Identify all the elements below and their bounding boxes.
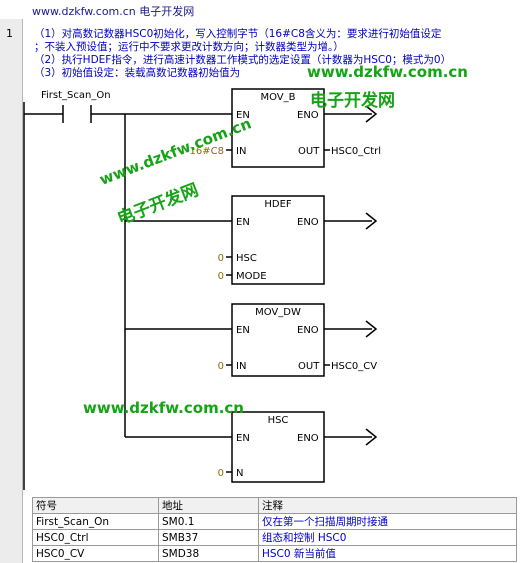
pin-mode: MODE	[236, 271, 267, 282]
symbol-cell[interactable]: HSC0_Ctrl	[32, 529, 159, 546]
pin-en: EN	[236, 110, 250, 121]
comment-cell[interactable]: 组态和控制 HSC0	[258, 529, 517, 546]
address-cell[interactable]: SMB37	[158, 529, 259, 546]
symbol-column-header[interactable]: 符号	[32, 497, 159, 514]
block-title: MOV_B	[260, 92, 295, 103]
pin-en: EN	[236, 217, 250, 228]
table-row[interactable]: HSC0_Ctrl SMB37 组态和控制 HSC0	[32, 529, 517, 546]
network-gutter	[0, 19, 23, 563]
comment-cell[interactable]: HSC0 新当前值	[258, 545, 517, 562]
operand-value[interactable]: HSC0_Ctrl	[331, 146, 381, 157]
operand-value[interactable]: 0	[218, 361, 224, 372]
operand-value[interactable]: 16#C8	[190, 146, 224, 157]
network-comment-line: （2）执行HDEF指令，进行高速计数器工作模式的选定设置（计数器为HSC0；模式…	[34, 54, 452, 66]
hsc-block[interactable]: HSC EN ENO N	[231, 411, 325, 483]
network-comment-line: ；不装入预设值；运行中不要求更改计数方向；计数器类型为增。）	[34, 41, 344, 53]
operand-value[interactable]: 0	[218, 468, 224, 479]
eno-arrow	[365, 320, 378, 338]
block-title: HDEF	[264, 199, 292, 210]
mov-dw-block[interactable]: MOV_DW EN ENO IN OUT	[231, 303, 325, 377]
address-column-header[interactable]: 地址	[158, 497, 259, 514]
table-row[interactable]: First_Scan_On SM0.1 仅在第一个扫描周期时接通	[32, 513, 517, 530]
eno-arrow	[365, 428, 378, 446]
network-comment-line: （3）初始值设定：装载高数记数器初始值为	[34, 67, 241, 79]
operand-value[interactable]: 0	[218, 253, 224, 264]
table-row[interactable]: HSC0_CV SMD38 HSC0 新当前值	[32, 545, 517, 562]
pin-eno: ENO	[297, 433, 319, 444]
pin-in: IN	[236, 361, 246, 372]
address-cell[interactable]: SM0.1	[158, 513, 259, 530]
symbol-cell[interactable]: HSC0_CV	[32, 545, 159, 562]
watermark: 电子开发网	[310, 91, 395, 111]
pin-en: EN	[236, 325, 250, 336]
contact-label: First_Scan_On	[41, 90, 111, 101]
symbol-cell[interactable]: First_Scan_On	[32, 513, 159, 530]
symbol-table: 符号 地址 注释 First_Scan_On SM0.1 仅在第一个扫描周期时接…	[32, 497, 517, 562]
pin-eno: ENO	[297, 325, 319, 336]
hdef-block[interactable]: HDEF EN ENO HSC MODE	[231, 195, 325, 285]
network-number[interactable]: 1	[6, 27, 13, 40]
pin-n: N	[236, 468, 243, 479]
operand-value[interactable]: HSC0_CV	[331, 361, 377, 372]
comment-column-header[interactable]: 注释	[258, 497, 517, 514]
watermark: www.dzkfw.com.cn	[307, 63, 468, 81]
pin-out: OUT	[298, 146, 320, 157]
address-cell[interactable]: SMD38	[158, 545, 259, 562]
eno-arrow	[365, 212, 378, 230]
pin-eno: ENO	[297, 217, 319, 228]
operand-value[interactable]: 0	[218, 271, 224, 282]
network-comment-line: （1）对高数记数器HSC0初始化，写入控制字节（16#C8含义为：要求进行初始值…	[34, 28, 442, 40]
url-text: www.dzkfw.com.cn 电子开发网	[32, 5, 195, 18]
watermark: www.dzkfw.com.cn	[83, 399, 244, 417]
block-title: HSC	[268, 415, 289, 426]
pin-in: IN	[236, 146, 246, 157]
pin-out: OUT	[298, 361, 320, 372]
block-title: MOV_DW	[255, 307, 301, 318]
title-bar: www.dzkfw.com.cn 电子开发网	[0, 0, 521, 19]
pin-hsc: HSC	[236, 253, 257, 264]
eno-arrow	[365, 105, 378, 123]
pin-en: EN	[236, 433, 250, 444]
mov-b-block[interactable]: MOV_B EN ENO IN OUT	[231, 88, 325, 168]
comment-cell[interactable]: 仅在第一个扫描周期时接通	[258, 513, 517, 530]
pin-eno: ENO	[297, 110, 319, 121]
